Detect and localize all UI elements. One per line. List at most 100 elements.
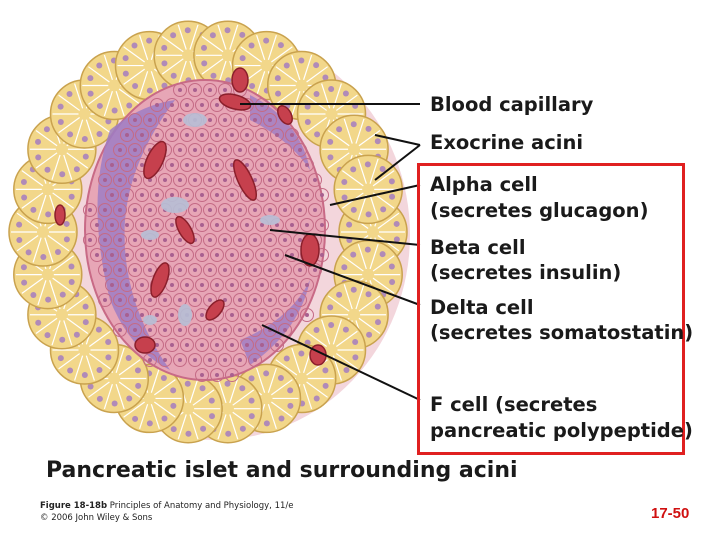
islet-cell: [210, 338, 224, 352]
islet-cell: [218, 203, 232, 217]
islet-cell: [300, 218, 314, 232]
islet-cell: [218, 323, 232, 337]
islet-cell: [105, 188, 119, 202]
islet-cell: [113, 233, 127, 247]
slide-number: 17-50: [651, 505, 690, 522]
islet-cell: [203, 323, 217, 337]
islet-cell: [300, 158, 314, 172]
islet-cell: [218, 353, 232, 367]
islet-cell: [225, 188, 239, 202]
islet-cell: [263, 323, 277, 337]
islet-cell: [150, 308, 164, 322]
islet-cell: [135, 308, 149, 322]
label-beta-cell-secretion: (secretes insulin): [430, 261, 622, 284]
islet-cell: [293, 263, 307, 277]
islet-cell: [248, 323, 262, 337]
islet-cell: [263, 173, 277, 187]
pale-spots: [141, 113, 280, 326]
islet-cell: [255, 248, 269, 262]
islet-cell: [158, 233, 172, 247]
islet-cell: [195, 368, 209, 382]
islet-cell: [180, 98, 194, 112]
islet-cell: [300, 278, 314, 292]
islet-cell: [113, 203, 127, 217]
islet-cell: [113, 293, 127, 307]
islet-cell: [195, 278, 209, 292]
islet-cell: [240, 248, 254, 262]
islet-cell: [248, 143, 262, 157]
islet-cell: [225, 248, 239, 262]
islet-cell: [98, 203, 112, 217]
islet-cell: [98, 263, 112, 277]
islet-cell: [195, 218, 209, 232]
islet-cell: [188, 203, 202, 217]
islet-cell: [278, 263, 292, 277]
islet-cell: [135, 278, 149, 292]
islet-cell: [105, 248, 119, 262]
islet-cell: [158, 113, 172, 127]
islet-cell: [105, 218, 119, 232]
islet-cell: [158, 353, 172, 367]
islet-cell: [195, 158, 209, 172]
islet-cell: [270, 188, 284, 202]
islet-cell: [300, 308, 314, 322]
islet-cell: [218, 263, 232, 277]
islet-cell: [105, 158, 119, 172]
islet-cell: [128, 263, 142, 277]
islet-cell: [113, 143, 127, 157]
islet-cell: [195, 98, 209, 112]
islet-cell: [158, 173, 172, 187]
islet-cell: [233, 323, 247, 337]
islet-cell: [278, 233, 292, 247]
islet-cell: [98, 293, 112, 307]
islet-cell: [210, 248, 224, 262]
islet-cell: [210, 368, 224, 382]
islet-cell: [263, 263, 277, 277]
islet-cell: [218, 113, 232, 127]
islet-cell: [225, 308, 239, 322]
islet-cells: [83, 83, 329, 382]
islet-cell: [135, 128, 149, 142]
islet-cell: [203, 353, 217, 367]
islet-cell: [173, 293, 187, 307]
islet-cell: [195, 188, 209, 202]
islet-cell: [165, 248, 179, 262]
islet-cell: [128, 143, 142, 157]
islet-cell: [240, 308, 254, 322]
islet-cell: [293, 293, 307, 307]
label-f-cell: F cell (secretes: [430, 393, 598, 416]
islet-cell: [210, 218, 224, 232]
islet-cell: [218, 233, 232, 247]
islet-cell: [173, 173, 187, 187]
islet-cell: [278, 173, 292, 187]
islet-cell: [173, 263, 187, 277]
islet-cell: [188, 323, 202, 337]
islet-cell: [165, 98, 179, 112]
islet-cell: [143, 203, 157, 217]
islet-cell: [188, 293, 202, 307]
islet-cell: [225, 368, 239, 382]
label-delta-cell-secretion: (secretes somatostatin): [430, 321, 694, 344]
islet-cell: [98, 173, 112, 187]
islet-cell: [158, 293, 172, 307]
figure-credit: Figure 18-18b Principles of Anatomy and …: [40, 501, 294, 511]
islet-cell: [278, 293, 292, 307]
islet-cell: [180, 248, 194, 262]
islet-cell: [270, 128, 284, 142]
islet-cell: [225, 338, 239, 352]
islet-cell: [188, 83, 202, 97]
label-exocrine-acini: Exocrine acini: [430, 131, 584, 154]
islet-cell: [203, 263, 217, 277]
islet-cell: [233, 263, 247, 277]
islet-cell: [203, 173, 217, 187]
islet-cell: [293, 203, 307, 217]
islet-cell: [128, 113, 142, 127]
islet-cell: [135, 218, 149, 232]
book-title: Principles of Anatomy and Physiology, 11…: [109, 501, 294, 511]
islet-cell: [180, 338, 194, 352]
highlight-box: [417, 163, 685, 455]
islet-cell: [263, 113, 277, 127]
islet-cell: [210, 278, 224, 292]
leader-lines: [240, 103, 421, 401]
islet-cell: [248, 233, 262, 247]
